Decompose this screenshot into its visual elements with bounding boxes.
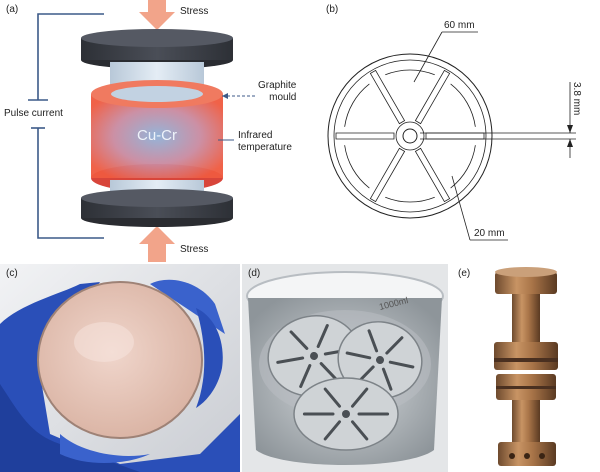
sps-schematic-graphic: Cu-Cr [28, 0, 256, 262]
electrode-arc-segment [450, 83, 476, 127]
infrared-temperature-label: Infrared temperature [238, 130, 292, 153]
electrode-inner-circle [333, 59, 487, 213]
copper-electrode-assembly [494, 267, 558, 466]
sample-label: Cu-Cr [137, 127, 177, 144]
panel-a-sps-schematic: (a) [0, 0, 320, 262]
dim-20mm-label: 20 mm [474, 228, 505, 239]
electrode-arc-segment [344, 145, 370, 189]
electrode-center-ring [395, 121, 425, 151]
panel-a-label: (a) [6, 4, 19, 15]
stress-label-bottom: Stress [180, 244, 209, 255]
panel-e-electrode-assembly-photo: (e) [450, 264, 600, 472]
electrode-slot-drawing [327, 31, 576, 241]
stress-arrow-top [139, 0, 175, 30]
panel-d-label: (d) [248, 268, 261, 279]
cu-cr-disc [37, 281, 203, 439]
electrode-outer-circle [327, 53, 493, 219]
panel-b-electrode-drawing: (b) 60 mm 3.8 mm 20 mm [320, 0, 600, 262]
electrode-slot [414, 69, 451, 125]
stress-label-top: Stress [180, 6, 209, 17]
panel-e-label: (e) [458, 268, 471, 279]
electrode-slots [335, 69, 485, 203]
pulse-current-label: Pulse current [4, 108, 63, 119]
dim-3-8mm-label: 3.8 mm [571, 82, 582, 116]
electrode-disc [293, 377, 399, 451]
graphite-mould-label: Graphite mould [258, 80, 297, 103]
panel-b-label: (b) [326, 4, 339, 15]
panel-c-sintered-disc-photo: (c) [0, 264, 240, 472]
electrode-discs-in-beaker [267, 315, 423, 451]
pulse-current-circuit [28, 13, 104, 239]
electrode-arc-segment [344, 83, 370, 127]
electrode-slot [369, 69, 406, 125]
dim-60mm-label: 60 mm [444, 20, 475, 31]
panel-c-label: (c) [6, 268, 18, 279]
bottom-electrode [81, 189, 233, 227]
electrode-slot [369, 147, 406, 203]
stress-arrow-bottom [139, 226, 175, 262]
electrode-arc-segment [385, 196, 435, 203]
electrode-slot [335, 132, 395, 140]
electrode-slot [414, 147, 451, 203]
electrode-slot [425, 132, 485, 140]
electrode-arc-segment [385, 69, 435, 76]
electrode-center-hole [402, 128, 418, 144]
panel-d-electrodes-in-beaker-photo: 1000ml (d) [242, 264, 448, 472]
beaker-photo: 1000ml [242, 264, 448, 472]
electrode-arc-segment [450, 145, 476, 189]
hand-holding-disc-photo [0, 264, 240, 472]
